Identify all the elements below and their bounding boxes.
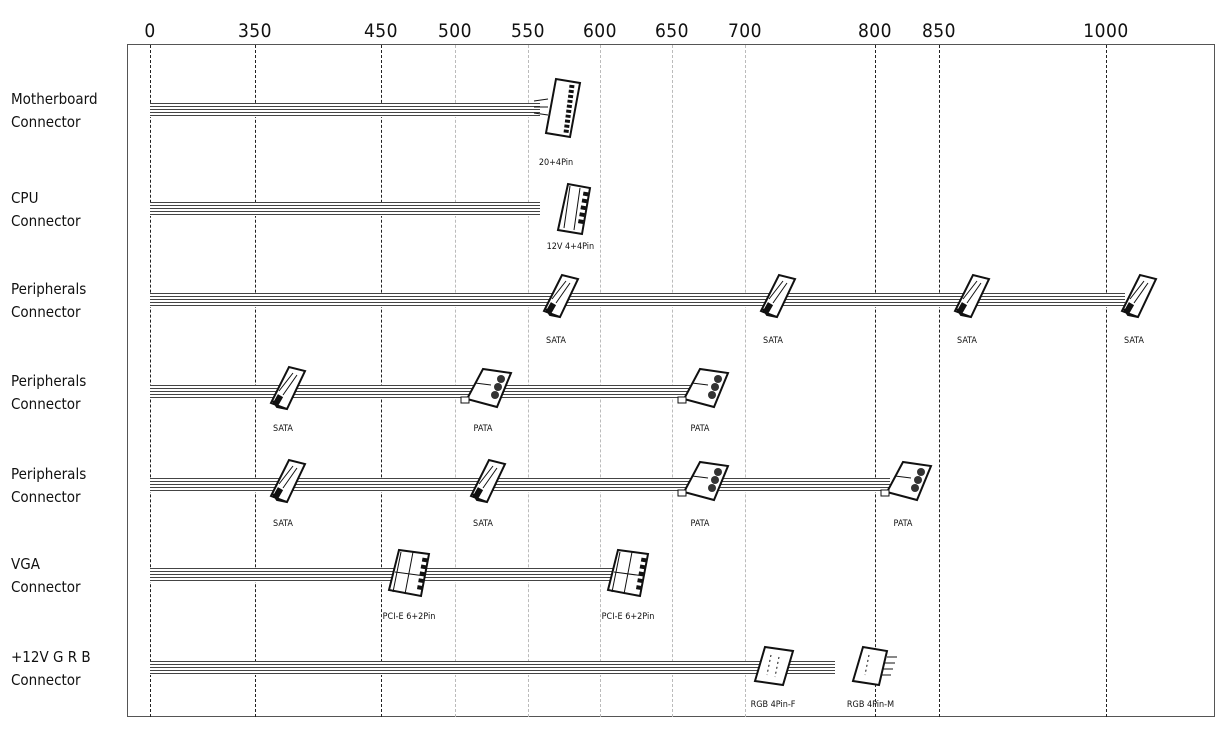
cable	[150, 661, 835, 675]
axis-tick-label: 700	[727, 20, 763, 42]
axis-tick-label: 500	[437, 20, 473, 42]
diagram-frame	[127, 44, 1215, 717]
connector-label: 12V 4+4Pin	[546, 242, 595, 252]
connector-label: SATA	[957, 336, 977, 346]
gridline	[600, 45, 601, 717]
connector-label: 20+4Pin	[538, 158, 574, 168]
row-label-line2: Connector	[11, 113, 81, 131]
gridline	[875, 45, 876, 717]
axis-tick-label: 450	[363, 20, 399, 42]
connector-label: PCI-E 6+2Pin	[601, 612, 655, 622]
gridline	[1106, 45, 1107, 717]
connector-label: SATA	[273, 519, 293, 529]
row-label-line1: Motherboard	[11, 90, 98, 108]
rgbf-connector-icon	[743, 629, 803, 699]
gridline	[150, 45, 151, 717]
row-label-line2: Connector	[11, 578, 81, 596]
row-label: CPU Connector	[11, 187, 81, 233]
row-label-line1: VGA	[11, 555, 40, 573]
gridline	[381, 45, 382, 717]
row-label-line1: CPU	[11, 189, 39, 207]
row-label-line1: Peripherals	[11, 372, 87, 390]
connector-label: SATA	[1124, 336, 1144, 346]
atx-connector-icon	[526, 71, 586, 141]
row-label-line1: +12V G R B	[11, 648, 91, 666]
sata-connector-icon	[253, 446, 313, 516]
axis-tick-label: 550	[510, 20, 546, 42]
gridline	[939, 45, 940, 717]
sata-connector-icon	[743, 261, 803, 331]
connector-label: SATA	[546, 336, 566, 346]
axis-tick-label: 850	[921, 20, 957, 42]
cable	[150, 568, 625, 582]
gridline	[745, 45, 746, 717]
connector-label: PCI-E 6+2Pin	[382, 612, 436, 622]
row-label-line1: Peripherals	[11, 280, 87, 298]
sata-connector-icon	[253, 353, 313, 423]
sata-connector-icon	[526, 261, 586, 331]
row-label-line1: Peripherals	[11, 465, 87, 483]
row-label-line2: Connector	[11, 488, 81, 506]
pata-connector-icon	[453, 353, 513, 423]
rgbm-connector-icon	[841, 629, 901, 699]
pata-connector-icon	[873, 446, 933, 516]
sata-connector-icon	[1104, 261, 1164, 331]
connector-label: PATA	[473, 424, 493, 434]
pata-connector-icon	[670, 446, 730, 516]
connector-label: SATA	[473, 519, 493, 529]
row-label: VGA Connector	[11, 553, 81, 599]
connector-label: PATA	[690, 424, 710, 434]
sata-connector-icon	[453, 446, 513, 516]
row-label-line2: Connector	[11, 395, 81, 413]
connector-label: PATA	[893, 519, 913, 529]
row-label-line2: Connector	[11, 671, 81, 689]
connector-label: PATA	[690, 519, 710, 529]
axis-tick-label: 350	[237, 20, 273, 42]
pata-connector-icon	[670, 353, 730, 423]
cable	[150, 202, 540, 216]
eps-connector-icon	[540, 170, 600, 240]
gridline	[255, 45, 256, 717]
axis-tick-label: 800	[857, 20, 893, 42]
connector-label: RGB 4Pin-M	[846, 700, 895, 710]
gridline	[455, 45, 456, 717]
connector-label: SATA	[273, 424, 293, 434]
connector-label: RGB 4Pin-F	[750, 700, 796, 710]
axis-tick-label: 650	[654, 20, 690, 42]
gridline	[528, 45, 529, 717]
pcie-connector-icon	[598, 536, 658, 606]
gridline	[672, 45, 673, 717]
row-label: +12V G R B Connector	[11, 646, 91, 692]
row-label-line2: Connector	[11, 303, 81, 321]
row-label-line2: Connector	[11, 212, 81, 230]
pcie-connector-icon	[379, 536, 439, 606]
cable	[150, 293, 1125, 307]
cable	[150, 103, 540, 117]
axis-tick-label: 0	[144, 20, 156, 42]
connector-label: SATA	[763, 336, 783, 346]
axis-tick-label: 1000	[1083, 20, 1129, 42]
sata-connector-icon	[937, 261, 997, 331]
cable	[150, 385, 690, 399]
axis-tick-label: 600	[582, 20, 618, 42]
